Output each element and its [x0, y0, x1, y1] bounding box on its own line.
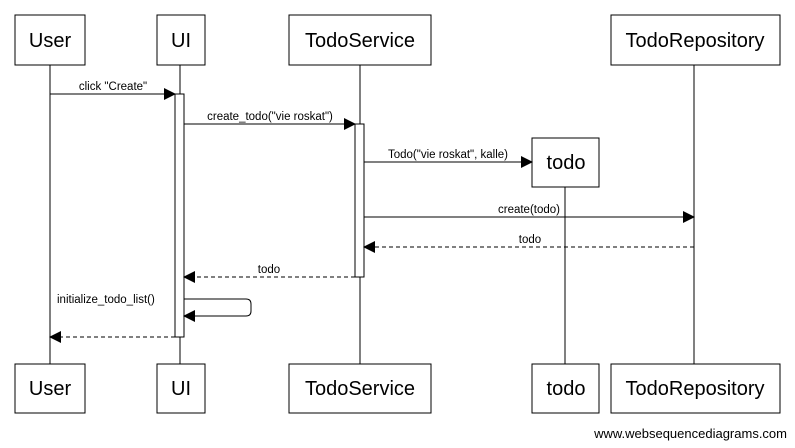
message-repo-return: todo	[363, 234, 694, 253]
message-create-todo-label: create_todo("vie roskat")	[207, 111, 333, 123]
participant-todo-repository-top-label: TodoRepository	[626, 30, 765, 52]
participant-ui-top: UI	[156, 14, 206, 66]
participant-ui-top-label: UI	[171, 30, 191, 52]
participant-todo-service-top: TodoService	[288, 14, 432, 66]
activation-ui	[174, 93, 185, 338]
participant-todo-repository-top: TodoRepository	[610, 14, 781, 66]
participant-ui-bottom: UI	[156, 363, 206, 414]
participant-todo-object-bottom: todo	[531, 363, 600, 414]
participant-todo-object-bottom-label: todo	[547, 378, 586, 400]
message-repo-create-label: create(todo)	[498, 204, 560, 216]
participant-todo-service-bottom: TodoService	[288, 363, 432, 414]
message-service-return-label: todo	[258, 264, 280, 276]
message-todo-constructor-label: Todo("vie roskat", kalle)	[388, 149, 508, 161]
message-initialize-list-label: initialize_todo_list()	[57, 294, 155, 306]
message-repo-create: create(todo)	[364, 204, 695, 223]
participant-ui-bottom-label: UI	[171, 378, 191, 400]
participant-todo-service-top-label: TodoService	[305, 30, 415, 52]
message-click-create: click "Create"	[50, 81, 176, 100]
message-repo-return-label: todo	[519, 234, 541, 246]
activation-todo-service	[354, 123, 365, 278]
participant-todo-service-bottom-label: TodoService	[305, 378, 415, 400]
message-todo-constructor: Todo("vie roskat", kalle)	[364, 149, 533, 168]
message-create-todo: create_todo("vie roskat")	[184, 111, 356, 130]
message-initialize-list-self: initialize_todo_list()	[57, 294, 252, 322]
message-service-return: todo	[183, 264, 355, 283]
participant-user-bottom-label: User	[29, 378, 72, 400]
participant-user-top-label: User	[29, 30, 72, 52]
participant-todo-repository-bottom: TodoRepository	[610, 363, 781, 414]
participant-user-top: User	[14, 14, 86, 66]
participant-todo-object-created: todo	[531, 137, 600, 188]
participant-todo-repository-bottom-label: TodoRepository	[626, 378, 765, 400]
footer-watermark: www.websequencediagrams.com	[594, 426, 787, 441]
participant-user-bottom: User	[14, 363, 86, 414]
message-click-create-label: click "Create"	[79, 81, 147, 93]
participant-todo-object-created-label: todo	[547, 152, 586, 174]
